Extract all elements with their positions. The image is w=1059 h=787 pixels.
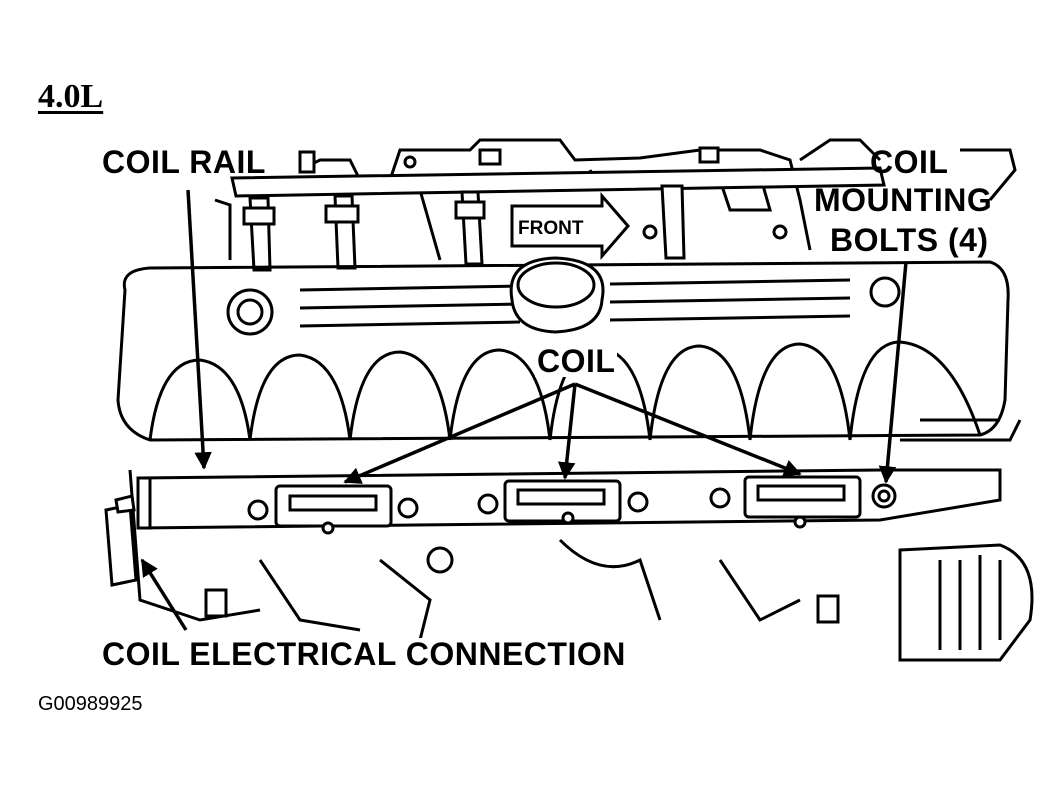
coil-leader-center — [557, 383, 577, 480]
connection-leader — [140, 558, 188, 631]
figure-id: G00989925 — [38, 693, 143, 715]
fuel-rail — [230, 146, 886, 272]
front-arrow: FRONT — [510, 191, 630, 261]
coil-leader-left — [343, 382, 576, 484]
coil-leader-right — [574, 382, 802, 477]
coil-mounting-bolts-label-line2: MOUNTING — [814, 182, 993, 218]
coil-rail — [136, 468, 1002, 535]
coil-mounting-bolts-label-line3: BOLTS (4) — [830, 222, 989, 258]
mounting-bolts-leader — [878, 261, 908, 484]
coil-mounting-bolts-label-line1: COIL — [870, 144, 949, 180]
coil-rail-label: COIL RAIL — [102, 144, 266, 180]
oil-filler-cap — [226, 256, 901, 336]
leader-lines — [140, 189, 908, 631]
coil-label: COIL — [535, 343, 618, 379]
coil-electrical-connection-label: COIL ELECTRICAL CONNECTION — [102, 636, 626, 672]
engine-block — [128, 418, 1034, 662]
coil-rail-leader — [186, 189, 212, 470]
front-label: FRONT — [518, 218, 584, 239]
engine-title: 4.0L — [38, 78, 104, 115]
electrical-connector — [104, 494, 138, 587]
